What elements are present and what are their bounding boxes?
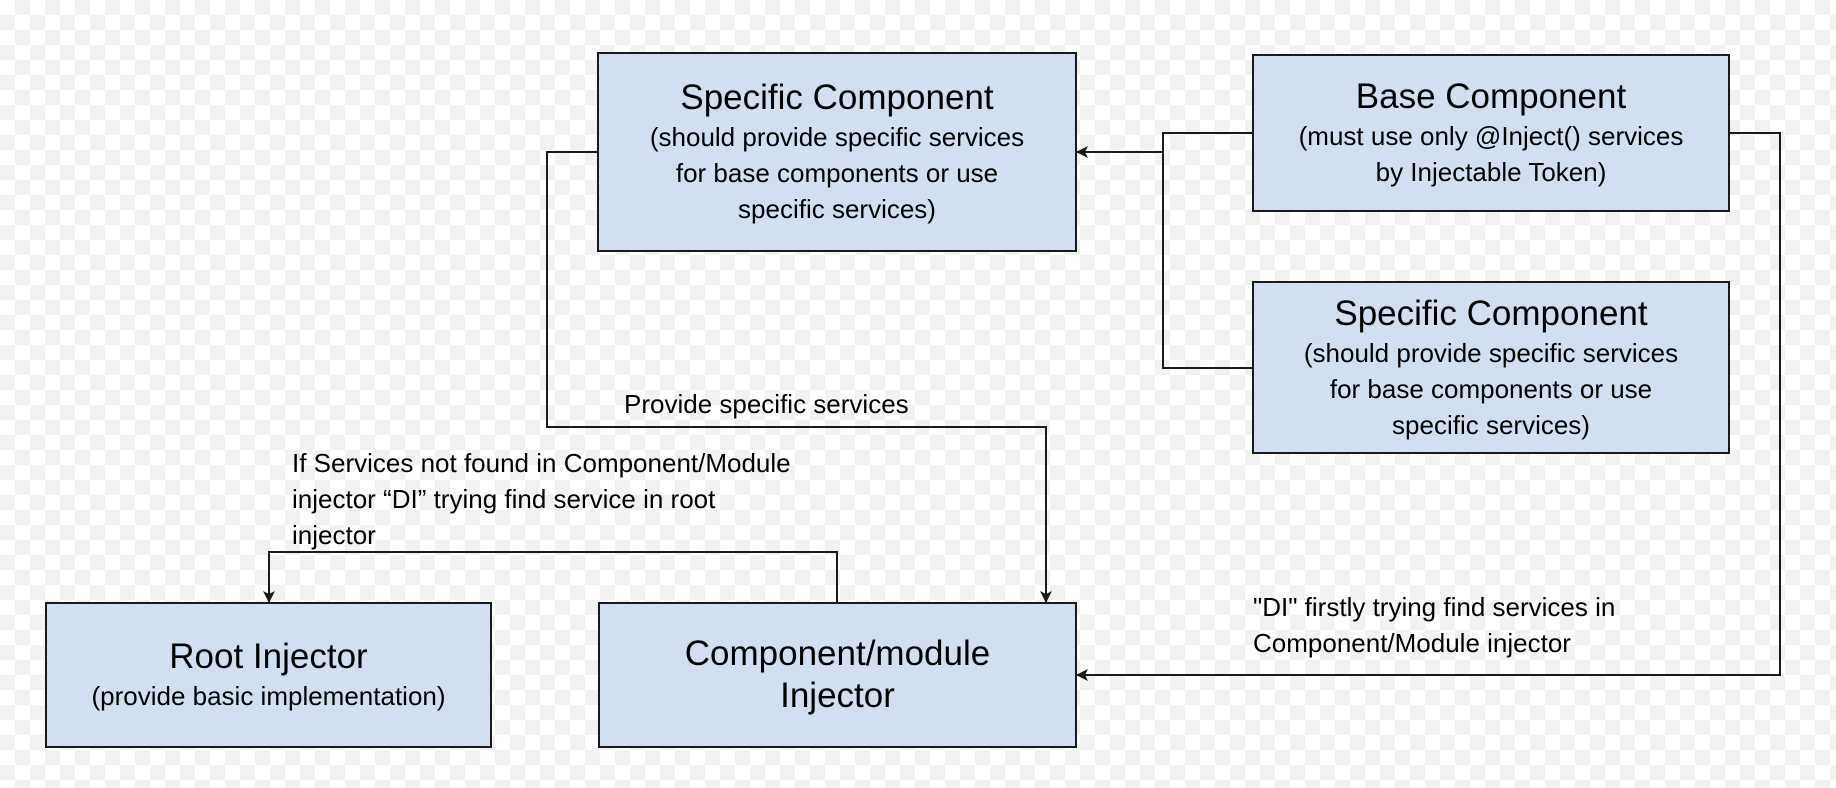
arrow-base-to-specific-top xyxy=(1076,132,1252,158)
subtitle-line: by Injectable Token) xyxy=(1375,157,1607,187)
box-title: Root Injector xyxy=(169,637,368,676)
title-line: Component/module xyxy=(684,634,991,673)
label-line: injector xyxy=(292,520,376,550)
arrow-component-injector-to-root xyxy=(263,551,838,603)
box-title: Specific Component xyxy=(680,78,994,117)
label-provide-specific-services: Provide specific services xyxy=(624,389,909,419)
box-subtitle: (provide basic implementation) xyxy=(91,678,445,714)
label-root-fallback: If Services not found in Component/Modul… xyxy=(292,445,791,553)
line-specific-right-to-branch xyxy=(1162,152,1252,369)
box-title: Component/module Injector xyxy=(685,633,990,717)
label-line: Component/Module injector xyxy=(1253,628,1571,658)
label-line: If Services not found in Component/Modul… xyxy=(292,448,791,478)
label-di-first: "DI" firstly trying find services in Com… xyxy=(1253,589,1615,661)
subtitle-line: (must use only @Inject() services xyxy=(1298,121,1684,151)
subtitle-line: for base components or use xyxy=(675,158,999,188)
label-line: injector “DI” trying find service in roo… xyxy=(292,484,716,514)
specific-component-box-top: Specific Component (should provide speci… xyxy=(597,52,1077,252)
title-line: Injector xyxy=(780,676,895,715)
subtitle-line: specific services) xyxy=(1392,409,1590,440)
box-title: Specific Component xyxy=(1334,293,1648,333)
arrow-specific-top-to-component-injector xyxy=(546,151,1052,603)
box-subtitle: (should provide specific services for ba… xyxy=(650,119,1024,227)
subtitle-line: (provide basic implementation) xyxy=(91,681,446,711)
subtitle-line: for base components or use xyxy=(1329,373,1653,404)
label-line: "DI" firstly trying find services in xyxy=(1253,592,1616,622)
component-module-injector-box: Component/module Injector xyxy=(598,602,1077,748)
box-title: Base Component xyxy=(1355,77,1627,116)
arrow-base-to-component-injector xyxy=(1076,132,1781,681)
box-subtitle: (must use only @Inject() services by Inj… xyxy=(1299,118,1684,190)
subtitle-line: specific services) xyxy=(738,194,936,224)
subtitle-line: (should provide specific services xyxy=(1303,337,1679,368)
box-subtitle: (should provide specific services for ba… xyxy=(1304,335,1678,443)
subtitle-line: (should provide specific services xyxy=(649,122,1025,152)
specific-component-box-right: Specific Component (should provide speci… xyxy=(1252,281,1730,454)
base-component-box: Base Component (must use only @Inject() … xyxy=(1252,54,1730,212)
root-injector-box: Root Injector (provide basic implementat… xyxy=(45,602,492,748)
